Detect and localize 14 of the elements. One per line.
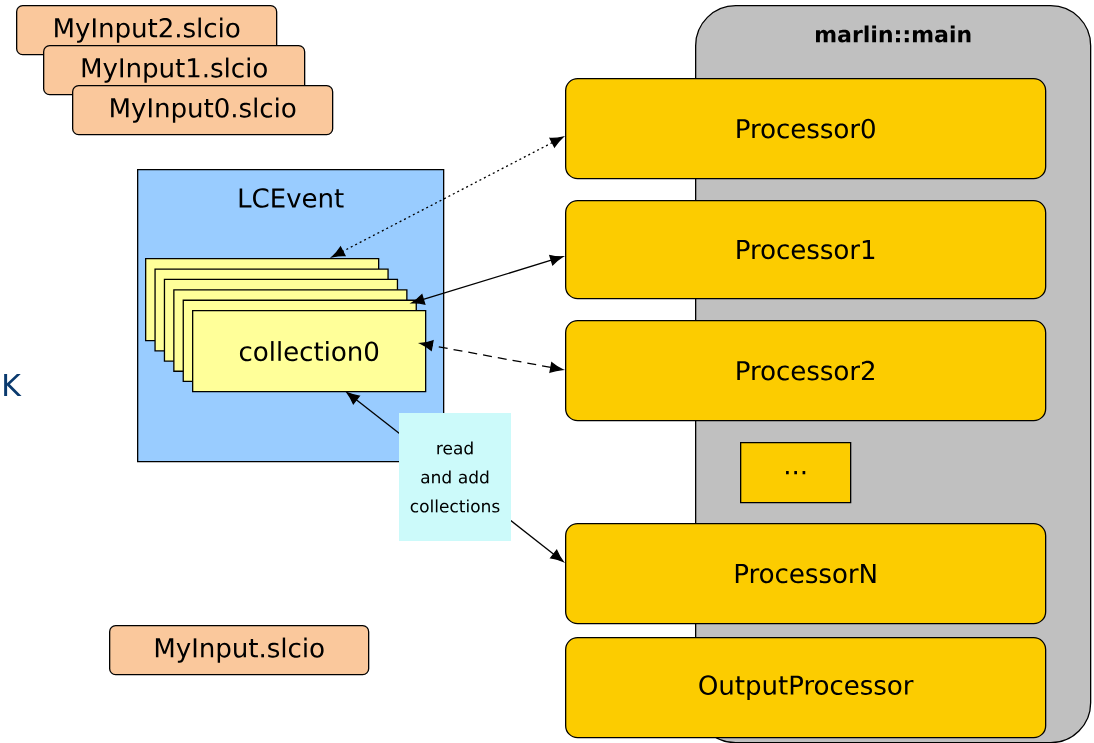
processor-box: ProcessorN [565,523,1047,625]
arrow [419,340,564,373]
letter: K [4,374,22,396]
arrow [411,254,564,305]
processor-box: Processor1 [565,200,1047,300]
collection-box: collection0 [192,310,427,393]
ellipsis-box: ... [740,442,852,504]
processor-box: Processor2 [565,320,1047,422]
edge-label: read and add collections [399,413,511,541]
processor-box: Processor0 [565,78,1047,180]
file-box: MyInput0.slcio [72,85,334,136]
processor-box: OutputProcessor [565,637,1047,739]
file-box: MyInput.slcio [109,625,370,676]
arrow [331,136,564,258]
